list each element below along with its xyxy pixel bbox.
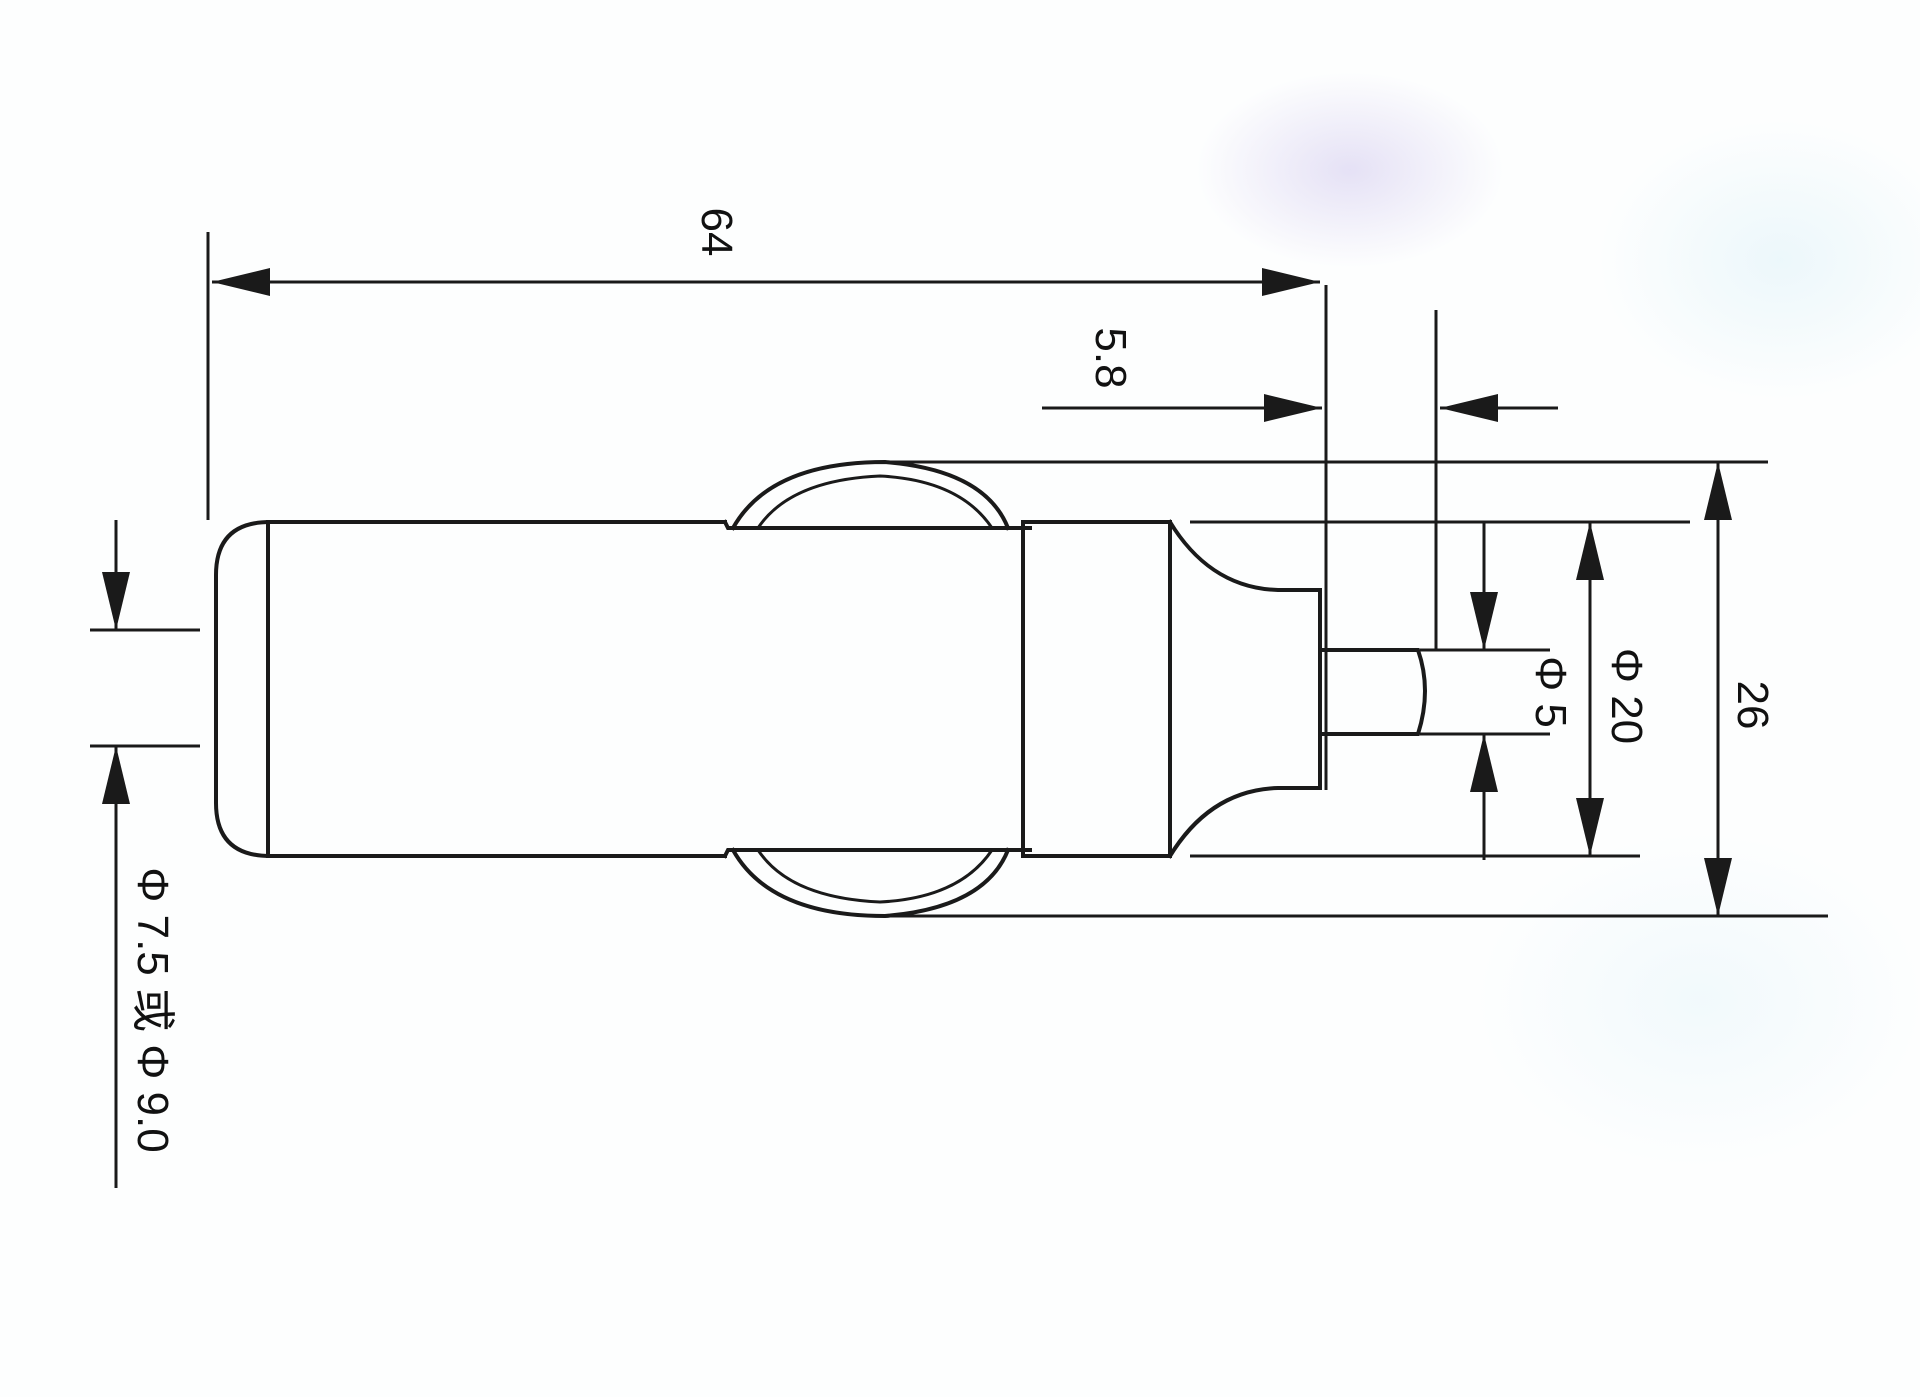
dim-label-tip-diameter: Φ 5 — [1526, 656, 1575, 728]
extension-lines — [90, 232, 1828, 918]
tip-pin — [1318, 648, 1427, 736]
neck-taper-top — [1167, 519, 1322, 592]
dim-tip-diameter: Φ 5 — [1470, 522, 1575, 860]
neck-taper-bottom — [1167, 786, 1322, 859]
shaft-step-top — [722, 519, 1032, 530]
dim-shaft-diameter: Φ 7.5 或 Φ 9.0 — [102, 520, 177, 1188]
flange-ring-bottom-inner — [756, 849, 994, 904]
flange-ring-top-inner — [756, 474, 994, 529]
part-outline — [214, 459, 1427, 919]
flange-ring-top — [730, 459, 1011, 531]
dim-label-body-diameter: Φ 20 — [1602, 648, 1651, 744]
dim-overall-length: 64 — [212, 208, 1320, 296]
dim-label-shaft-diameter: Φ 7.5 或 Φ 9.0 — [128, 867, 177, 1152]
dim-label-overall-length: 64 — [692, 208, 741, 257]
shaft-step-bottom — [722, 848, 1032, 859]
collar-block — [1021, 520, 1172, 858]
dim-label-tip-length: 5.8 — [1086, 327, 1135, 388]
dim-label-outer-diameter: 26 — [1728, 681, 1777, 730]
dim-tip-length: 5.8 — [1042, 327, 1558, 422]
shaft-body — [214, 520, 727, 858]
dim-body-diameter: Φ 20 — [1576, 522, 1651, 856]
flange-ring-bottom — [730, 847, 1011, 919]
dim-outer-diameter: 26 — [1704, 462, 1777, 916]
